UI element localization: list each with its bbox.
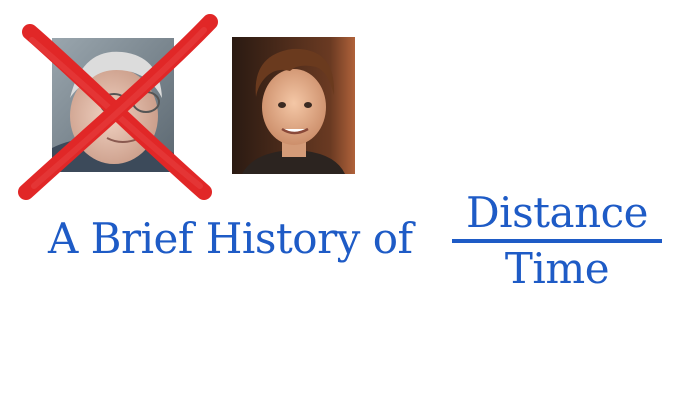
- title-prefix: A Brief History of: [48, 214, 413, 263]
- younger-man-portrait-image: [232, 37, 355, 174]
- title-heading: A Brief History of Distance Time: [48, 186, 668, 296]
- red-x-cross-icon: [18, 14, 218, 200]
- fraction: Distance Time: [452, 186, 662, 296]
- fraction-denominator: Time: [504, 244, 610, 293]
- fraction-numerator: Distance: [465, 188, 649, 237]
- fraction-bar: [452, 239, 662, 243]
- smiling-man-portrait: [232, 37, 355, 174]
